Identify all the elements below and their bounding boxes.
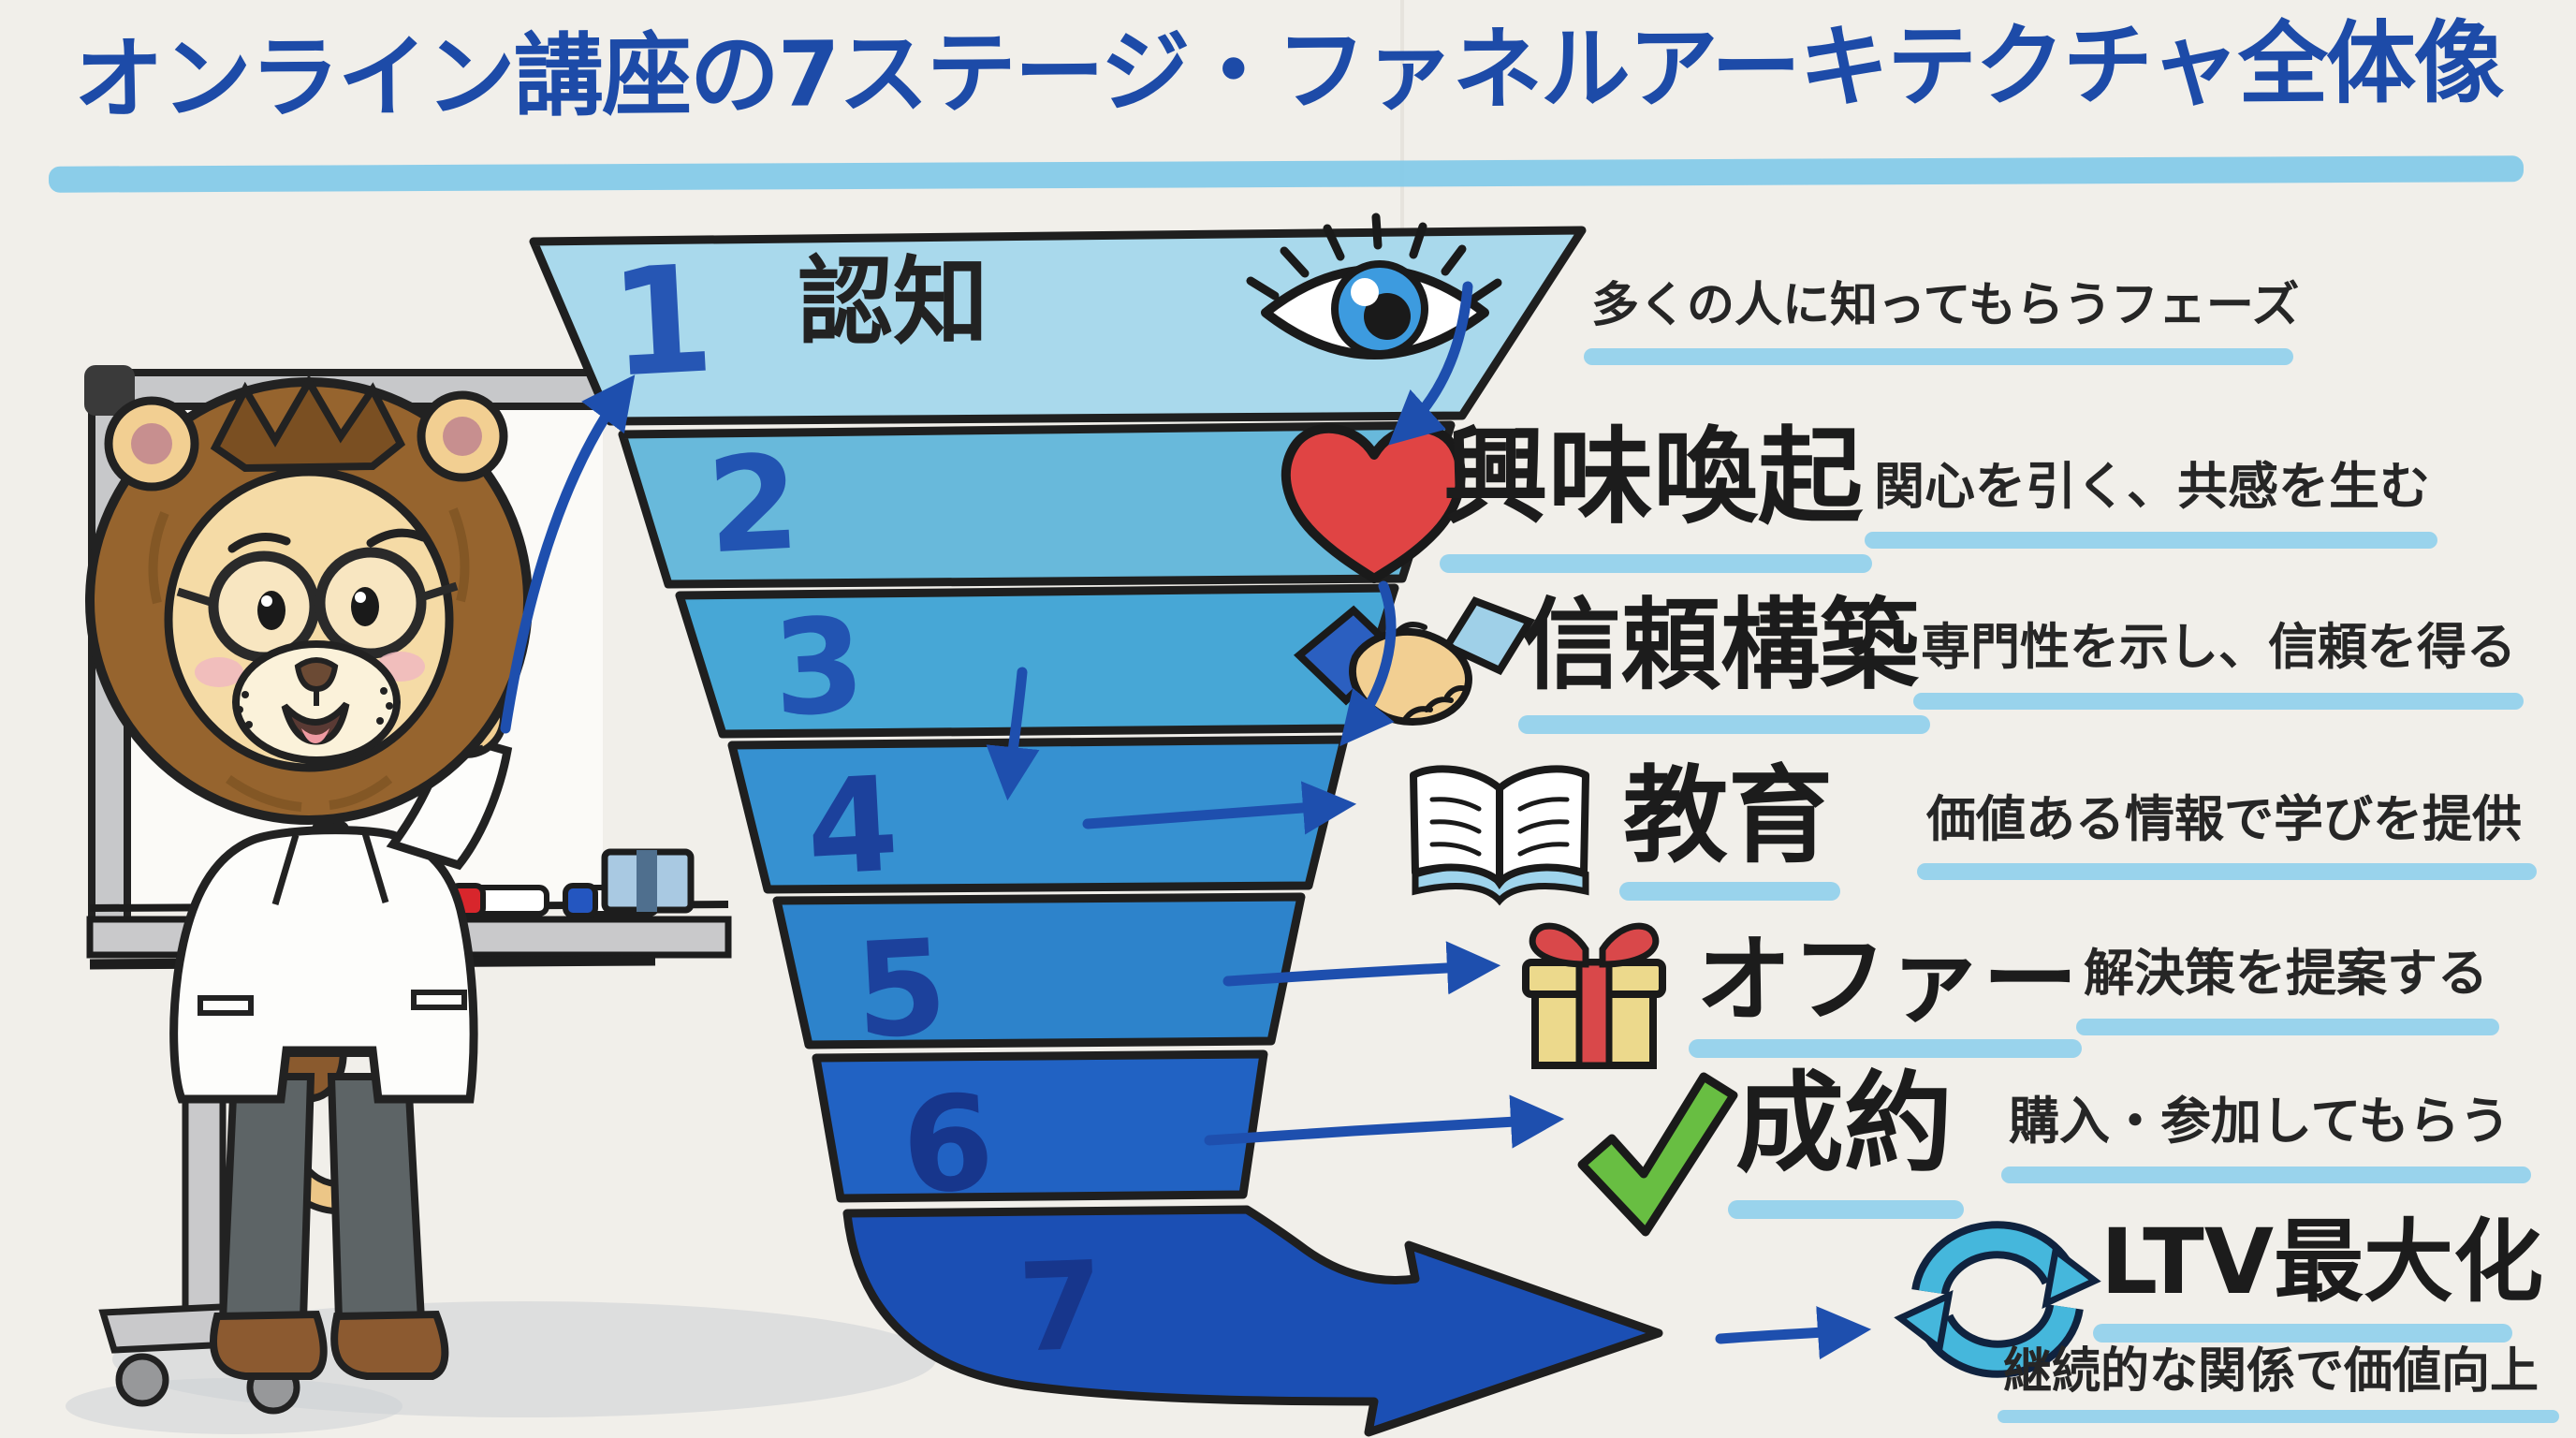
whisker-dots — [236, 687, 393, 728]
funnel-stage-4-shape — [727, 735, 1349, 894]
lion-right-shoe — [330, 1310, 449, 1380]
stage-6-desc: 購入・参加してもらう — [2009, 1092, 2510, 1151]
arrow-lion-to-stage1 — [500, 374, 636, 734]
check-icon — [1577, 1072, 1738, 1237]
funnel-stage-6-shape — [812, 1049, 1268, 1203]
eye-icon — [1246, 213, 1502, 360]
stage-3-number: 3 — [768, 589, 869, 747]
funnel-stage-5-shape — [772, 892, 1306, 1049]
book-text-lines — [1429, 797, 1570, 857]
lion-glasses — [176, 547, 459, 663]
page-title: オンライン講座の7ステージ・ファネルアーキテクチャ全体像 — [73, 9, 2503, 133]
lion-ear-inner — [443, 417, 482, 456]
coat-lapel — [361, 832, 389, 903]
lion-head — [85, 374, 533, 825]
lion-eye — [351, 587, 379, 626]
underline — [2093, 1324, 2512, 1343]
underline — [1689, 1039, 2082, 1058]
arrow-stage5-to-gift — [1222, 941, 1501, 995]
book-icon — [1410, 765, 1589, 906]
lion-professor — [85, 374, 533, 1380]
handshake-fingers — [1394, 622, 1471, 724]
stage-4-number: 4 — [802, 748, 902, 906]
lion-nose — [294, 657, 339, 693]
lion-cheek — [195, 657, 243, 687]
stage-4-desc: 価値ある情報で学びを提供 — [1926, 791, 2522, 848]
underline — [1865, 532, 2437, 549]
stage-4-label: 教育 — [1623, 756, 1833, 877]
lion-eyebrows — [227, 528, 428, 553]
eye-highlight — [261, 595, 272, 607]
stage-7-number: 7 — [1016, 1234, 1106, 1380]
mane-streaks — [148, 507, 470, 812]
eye-highlight — [355, 592, 366, 603]
lion-left-leg — [218, 1073, 315, 1324]
underline — [1913, 693, 2524, 710]
lion-mouth — [281, 701, 350, 745]
arrow-stage1-to-stage2 — [1388, 281, 1473, 446]
eye-lashes — [1246, 213, 1502, 302]
arrow-stage7-to-cycle — [1715, 1306, 1872, 1360]
arrow-stage6-to-check — [1204, 1094, 1565, 1149]
cycle-icon — [1894, 1221, 2101, 1378]
underline — [1998, 1410, 2559, 1423]
stage-1-number: 1 — [606, 233, 718, 411]
funnel-stage-7-arrow-shape — [842, 1205, 1663, 1437]
stage-6-label: 成約 — [1735, 1061, 1953, 1187]
funnel-stage-2-shape — [618, 420, 1456, 589]
stage-5-number: 5 — [851, 911, 951, 1069]
lion-left-shoe — [210, 1310, 328, 1380]
stage-1-desc: 多くの人に知ってもらうフェーズ — [1591, 278, 2300, 333]
whiteboard-corner — [84, 365, 135, 416]
stage-6-number: 6 — [898, 1066, 998, 1225]
underline — [1440, 554, 1872, 573]
paper-crease — [1400, 0, 1404, 431]
stage-3-label: 信頼構築 — [1522, 588, 1919, 703]
coat-pocket — [411, 990, 467, 1010]
arrow-stage4-to-book — [1082, 781, 1357, 835]
stage-2-label: 興味喚起 — [1443, 417, 1863, 538]
coat-pocket — [198, 995, 254, 1016]
underline — [1728, 1200, 1964, 1219]
stage-5-desc: 解決策を提案する — [2084, 944, 2488, 1003]
lion-eye — [257, 591, 285, 630]
stage-7-label: LTV最大化 — [2100, 1210, 2544, 1314]
lion-raised-arm — [386, 728, 513, 871]
underline — [1518, 715, 1930, 734]
flow-arrows — [500, 281, 1872, 1360]
heart-icon — [1281, 423, 1466, 583]
underline — [2076, 1019, 2499, 1035]
lab-coat — [169, 826, 478, 1104]
lion-right-leg — [327, 1073, 426, 1324]
caster-wheel — [115, 1353, 169, 1407]
underline — [2001, 1167, 2531, 1183]
funnel — [529, 226, 1663, 1437]
stage-2-number: 2 — [703, 426, 803, 584]
stand-shadow — [66, 1378, 402, 1434]
eraser-band — [637, 850, 657, 912]
underline — [1584, 348, 2293, 365]
underline — [1917, 863, 2537, 880]
handshake-icon — [1293, 596, 1535, 726]
stage-7-desc: 継続的な関係で価値向上 — [2003, 1343, 2539, 1400]
coat-lapel — [271, 834, 300, 905]
stage-3-desc: 専門性を示し、信頼を得る — [1921, 619, 2516, 676]
gift-icon — [1522, 922, 1666, 1069]
board-eraser — [601, 848, 695, 914]
stage-1-label: 認知 — [798, 247, 988, 359]
lion-tongue — [301, 728, 329, 743]
lion-ear-inner — [131, 423, 172, 464]
arrow-stage2-to-stage3 — [1339, 580, 1397, 747]
lion-forelock — [210, 374, 406, 473]
underline — [1619, 882, 1840, 901]
stage-5-label: オファー — [1696, 925, 2078, 1036]
arrow-stage3-to-stage4 — [986, 667, 1040, 801]
red-marker — [448, 883, 549, 918]
stage-2-desc: 関心を引く、共感を生む — [1874, 457, 2430, 516]
